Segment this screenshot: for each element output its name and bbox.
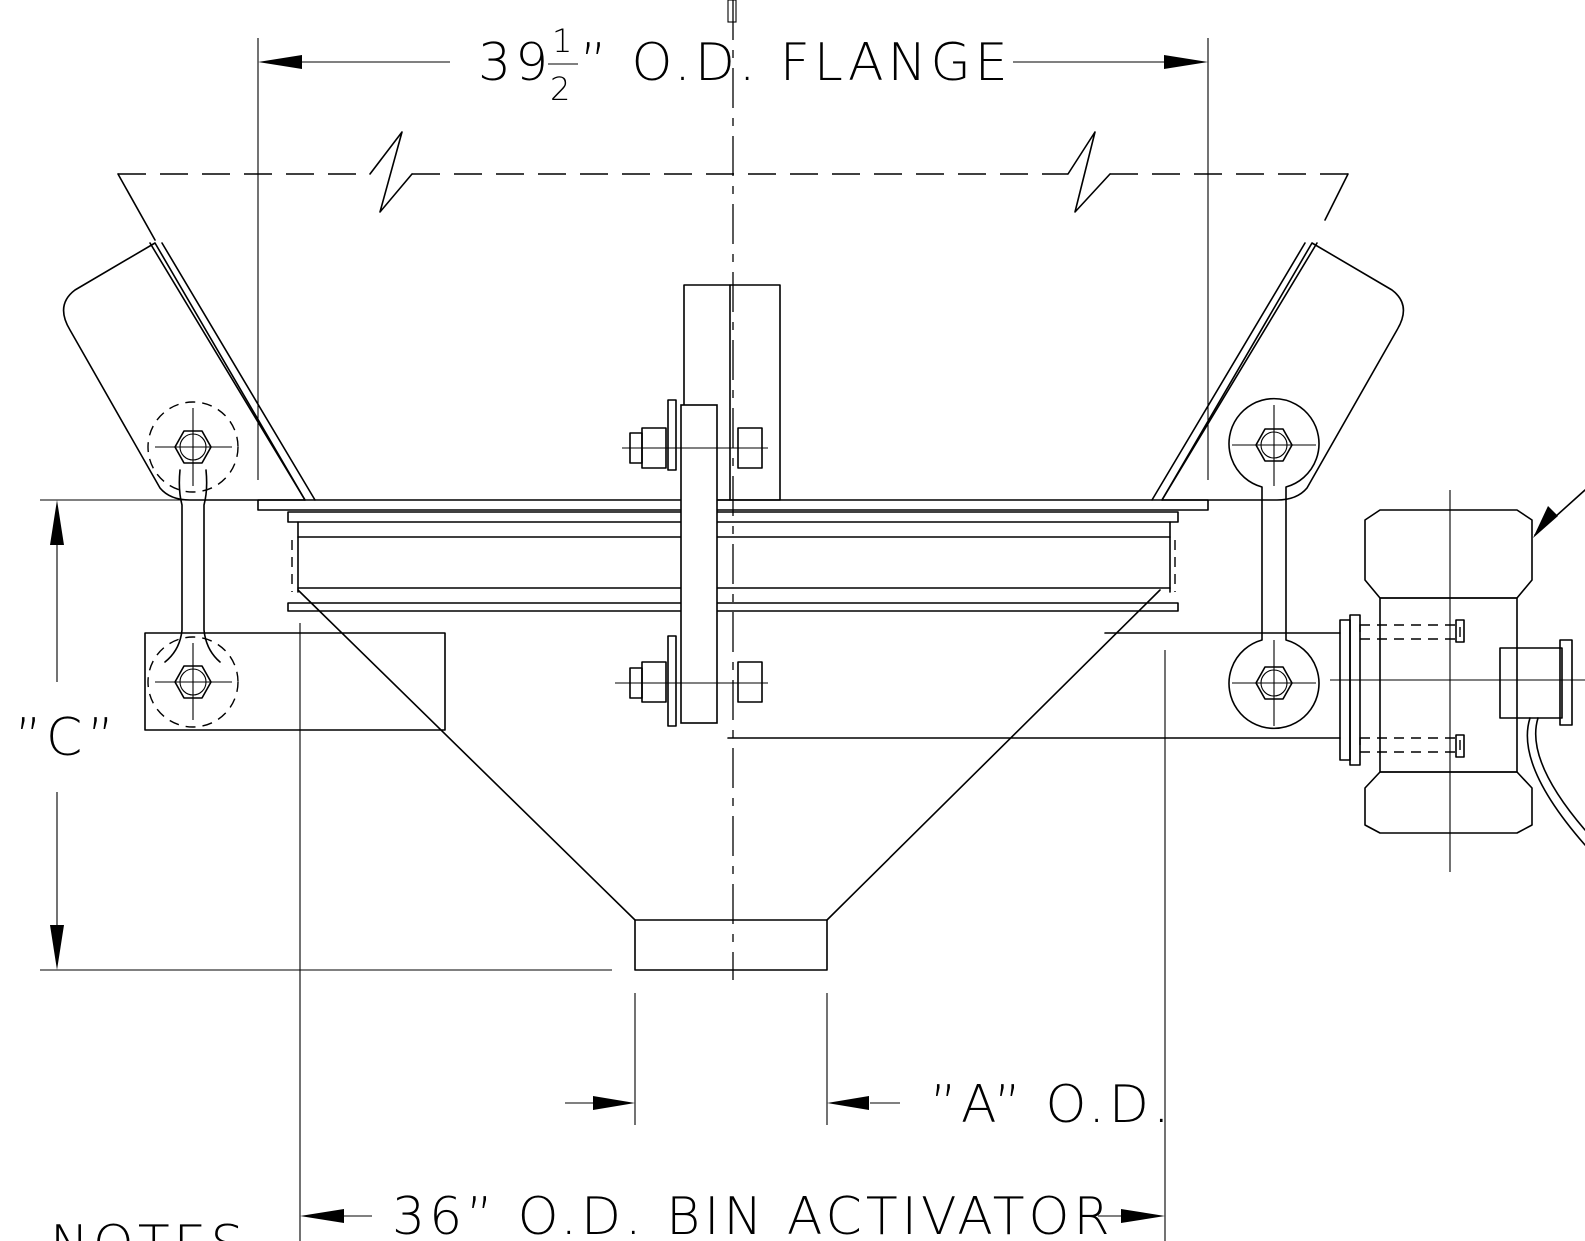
flange-arrow-left (258, 55, 302, 69)
a-label: ”A” O.D. (930, 1075, 1173, 1135)
flange-label: ” O.D. FLANGE (580, 33, 1012, 93)
discharge-outlet (634, 919, 828, 971)
flange-fraction-denominator: 2 (550, 70, 570, 108)
a-arrow-left (593, 1096, 635, 1110)
left-mount-bar (144, 632, 446, 731)
left-bracket (62, 242, 316, 501)
left-link-arm (147, 401, 239, 728)
c-dimension: ”C” (15, 499, 612, 971)
bin-activator-label: 36” O.D. BIN ACTIVATOR (392, 1187, 1114, 1241)
c-label: ”C” (15, 708, 118, 768)
leader-arrow (1533, 506, 1558, 538)
flange-arrow-right (1164, 55, 1208, 69)
flange-whole: 39 (478, 33, 552, 93)
c-arrow-top (50, 500, 64, 545)
bin-activator-dimension: 36” O.D. BIN ACTIVATOR (299, 623, 1166, 1241)
hex-bolt-icon (615, 427, 768, 703)
bin-arrow-left (300, 1209, 344, 1223)
right-link-arm (1228, 397, 1320, 730)
a-dimension: ”A” O.D. (565, 993, 1173, 1135)
centre-hanger (667, 284, 781, 727)
flange-fraction-numerator: 1 (552, 22, 572, 60)
right-bracket (1151, 242, 1405, 501)
notes-heading: NOTES (50, 1215, 247, 1241)
a-arrow-right (827, 1096, 869, 1110)
flange-dimension: 39 1 2 ” O.D. FLANGE (257, 22, 1209, 480)
c-arrow-bottom (50, 925, 64, 970)
activator-cone (297, 589, 1161, 971)
bin-hopper-outline (117, 131, 1349, 241)
vibrator-motor (1330, 489, 1585, 872)
bin-arrow-right (1121, 1209, 1165, 1223)
